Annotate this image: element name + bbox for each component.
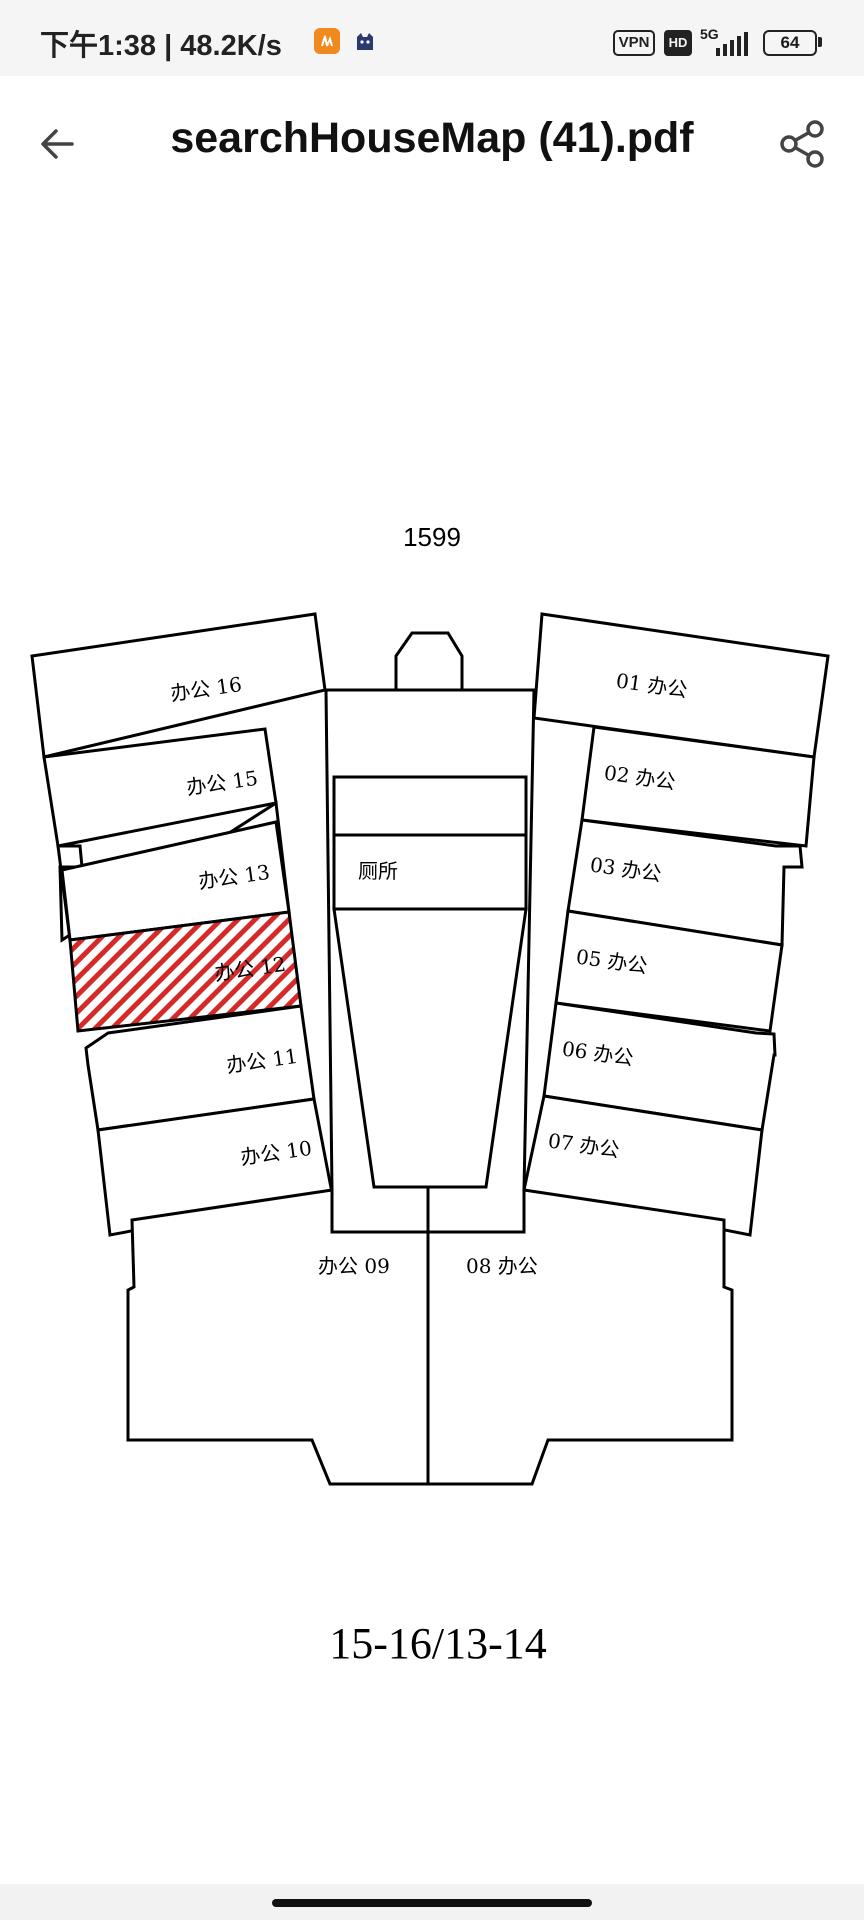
hd-indicator: HD	[664, 30, 692, 56]
top-app-bar: searchHouseMap (41).pdf	[0, 76, 864, 206]
battery-tip	[818, 37, 822, 47]
room-label-09: 办公 09	[318, 1254, 390, 1278]
app-notification-icon	[314, 28, 340, 54]
arrow-left-icon[interactable]	[30, 114, 90, 174]
room-label-08: 08 办公	[466, 1254, 538, 1278]
share-icon[interactable]	[772, 114, 832, 174]
toilet-label: 厕所	[358, 859, 398, 883]
plan-number: 1599	[403, 522, 461, 552]
status-bar: 下午1:38 | 48.2K/s VPN HD 5G 64	[0, 0, 864, 76]
office-05	[554, 909, 784, 1033]
signal-icon	[716, 32, 748, 56]
floor-range-label: 15-16/13-14	[329, 1619, 547, 1668]
office-02	[580, 725, 816, 848]
battery-indicator: 64	[763, 30, 817, 56]
stair-shaft	[332, 907, 528, 1189]
vpn-indicator: VPN	[613, 30, 655, 56]
office-16	[30, 612, 327, 759]
floor-plan-page: 1599 厕所 办公 16 办公 15 办公 13 办公 12 办公 11 办公…	[30, 522, 830, 1668]
home-indicator[interactable]	[272, 1899, 592, 1907]
network-type: 5G	[700, 26, 719, 42]
cat-notification-icon	[357, 33, 373, 50]
document-title: searchHouseMap (41).pdf	[170, 114, 694, 162]
entrance-tower	[394, 631, 464, 692]
core-upper	[332, 775, 528, 837]
status-time-speed: 下午1:38 | 48.2K/s	[40, 30, 282, 62]
lower-block	[126, 1188, 734, 1486]
